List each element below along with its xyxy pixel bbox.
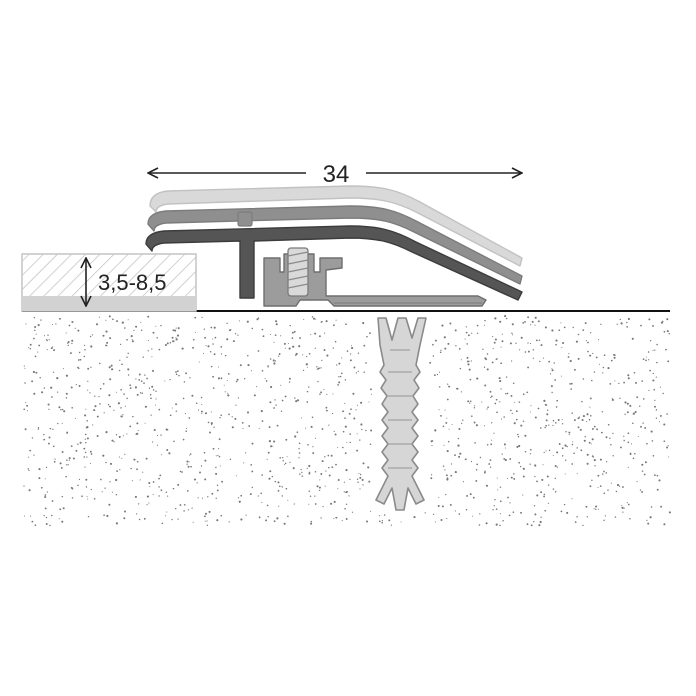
concrete-subfloor (23, 315, 671, 527)
base-rail-profile (263, 253, 487, 307)
cover-profile-dark (145, 225, 523, 301)
wall-plug (375, 317, 427, 511)
height-dimension-label: 3,5-8,5 (98, 270, 167, 295)
cover-profile-mid (147, 205, 523, 285)
fixing-screw (287, 247, 309, 297)
floor-covering (21, 253, 197, 312)
width-dimension-label: 34 (323, 161, 350, 188)
cover-profile-light (149, 185, 523, 267)
